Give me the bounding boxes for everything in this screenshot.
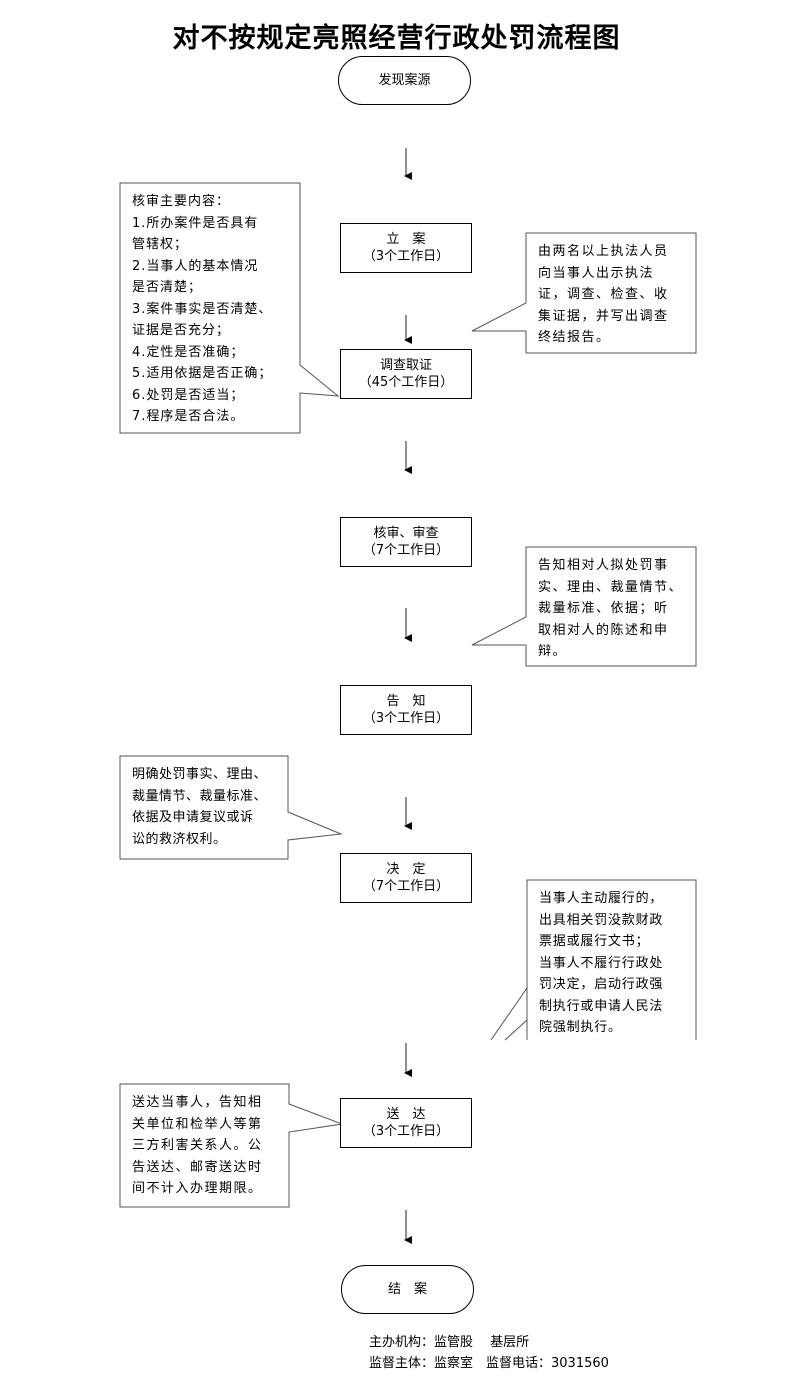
step-deliver: 送 达 （3个工作日） [340, 1098, 472, 1148]
note-line: 2.当事人的基本情况 [132, 258, 259, 274]
callout-review-shape [119, 182, 340, 434]
step-duration: （7个工作日） [362, 543, 450, 558]
end-label: 结 案 [387, 1282, 427, 1297]
note-line: 罚决定，启动行政强 [539, 977, 664, 992]
callout-delivery-shape [119, 1083, 344, 1208]
step-investigate: 调查取证 （45个工作日） [340, 349, 472, 399]
note-line: 实、理由、裁量情节、 [538, 579, 684, 595]
step-label: 送 达 [386, 1107, 426, 1122]
step-file-case: 立 案 （3个工作日） [340, 223, 472, 273]
note-line: 6.处罚是否适当； [132, 387, 245, 403]
note-line: 关单位和检举人等第 [132, 1116, 263, 1132]
start-label: 发现案源 [378, 73, 431, 88]
note-line: 是否清楚； [132, 280, 203, 295]
step-review: 核审、审查 （7个工作日） [340, 517, 472, 567]
note-line: 7.程序是否合法。 [132, 409, 245, 424]
note-investigation: 由两名以上执法人员 向当事人出示执法 证，调查、检查、收 集证据，并写出调查 终… [526, 235, 696, 349]
note-line: 向当事人出示执法 [538, 265, 655, 281]
callout-notify-shape [471, 546, 697, 667]
footer-info: 主办机构：监管股 基层所 监督主体：监察室 监督电话：3031560 [369, 1332, 609, 1374]
note-line: 院强制执行。 [539, 1020, 622, 1035]
step-duration: （3个工作日） [362, 1124, 450, 1139]
note-line: 告送达、邮寄送达时 [132, 1159, 263, 1175]
note-line: 管辖权； [132, 237, 189, 252]
note-line: 证据是否充分； [132, 323, 231, 338]
note-line: 核审主要内容： [132, 194, 231, 209]
note-line: 5.适用依据是否正确； [132, 366, 273, 381]
note-line: 证，调查、检查、收 [538, 287, 669, 302]
note-line: 当事人主动履行的， [539, 891, 664, 906]
step-label: 核审、审查 [373, 526, 439, 541]
note-decision: 明确处罚事实、理由、 裁量情节、裁量标准、 依据及申请复议或诉 讼的救济权利。 [120, 758, 290, 850]
step-label: 立 案 [386, 232, 426, 247]
note-line: 取相对人的陈述和申 [538, 622, 669, 638]
note-line: 三方利害关系人。公 [132, 1138, 263, 1153]
note-notify: 告知相对人拟处罚事 实、理由、裁量情节、 裁量标准、依据；听 取相对人的陈述和申… [526, 549, 696, 663]
note-line: 4.定性是否准确； [132, 344, 245, 360]
note-line: 1.所办案件是否具有 [132, 215, 259, 231]
step-duration: （7个工作日） [362, 879, 450, 894]
note-line: 由两名以上执法人员 [538, 244, 669, 259]
step-notify: 告 知 （3个工作日） [340, 685, 472, 735]
end-node: 结 案 [341, 1265, 474, 1314]
note-line: 间不计入办理期限。 [132, 1181, 263, 1196]
step-decide: 决 定 （7个工作日） [340, 853, 472, 903]
note-line: 告知相对人拟处罚事 [538, 558, 669, 573]
page-title: 对不按规定亮照经营行政处罚流程图 [172, 23, 621, 54]
start-node: 发现案源 [338, 56, 471, 105]
note-line: 送达当事人，告知相 [132, 1095, 263, 1110]
step-duration: （45个工作日） [358, 375, 454, 390]
note-line: 辩。 [538, 644, 568, 659]
footer-organizer: 主办机构：监管股 基层所 [369, 1335, 530, 1350]
step-duration: （3个工作日） [362, 249, 450, 264]
step-label: 告 知 [386, 694, 426, 709]
callout-investigation-shape [471, 232, 697, 354]
callout-decision-shape [119, 755, 343, 860]
footer-supervisor: 监督主体：监察室 监督电话：3031560 [369, 1356, 609, 1371]
note-line: 当事人不履行行政处 [539, 955, 664, 971]
note-line: 3.案件事实是否清楚、 [132, 301, 273, 317]
callout-execution-shape [490, 879, 697, 1041]
note-delivery: 送达当事人，告知相 关单位和检举人等第 三方利害关系人。公 告送达、邮寄送达时 … [120, 1086, 290, 1200]
note-line: 明确处罚事实、理由、 [132, 767, 268, 782]
note-line: 终结报告。 [538, 330, 611, 345]
step-duration: （3个工作日） [362, 711, 450, 726]
note-review: 核审主要内容： 1.所办案件是否具有 管辖权； 2.当事人的基本情况 是否清楚；… [120, 185, 302, 428]
step-label: 调查取证 [379, 358, 432, 373]
step-label: 决 定 [386, 862, 426, 877]
note-line: 票据或履行文书； [539, 934, 650, 949]
note-line: 出具相关罚没款财政 [539, 912, 664, 928]
note-line: 讼的救济权利。 [132, 831, 227, 847]
note-line: 裁量标准、依据；听 [538, 601, 669, 616]
note-line: 集证据，并写出调查 [538, 308, 669, 324]
note-line: 制执行或申请人民法 [539, 998, 664, 1014]
note-execution: 当事人主动履行的， 出具相关罚没款财政 票据或履行文书； 当事人不履行行政处 罚… [527, 882, 697, 1039]
note-line: 裁量情节、裁量标准、 [132, 788, 268, 804]
note-line: 依据及申请复议或诉 [132, 810, 254, 825]
